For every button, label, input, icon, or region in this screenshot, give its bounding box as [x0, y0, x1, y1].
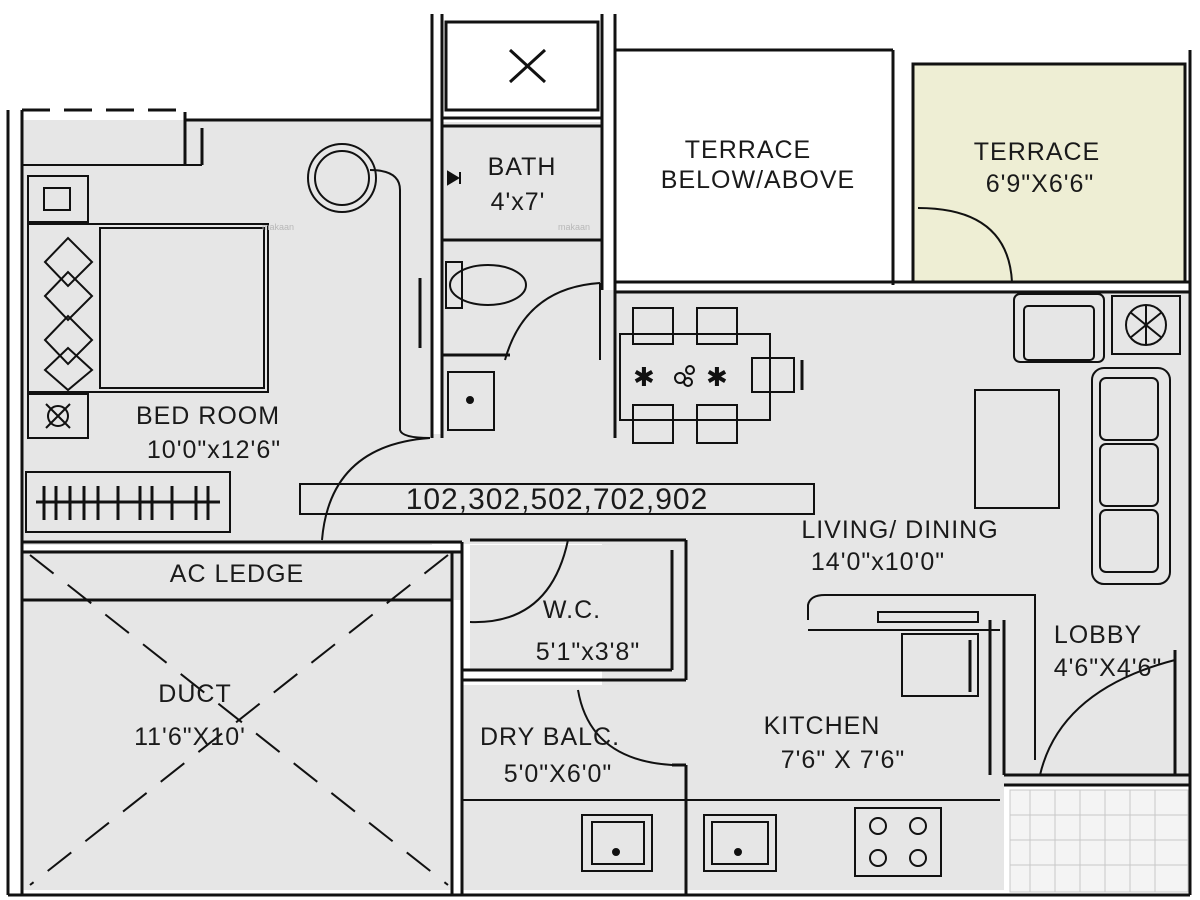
walls — [6, 14, 1192, 897]
bath-floor — [442, 122, 602, 434]
bedroom-label: BED ROOM — [136, 402, 280, 430]
duct-label: DUCT — [158, 680, 231, 708]
duct-cross — [29, 554, 449, 886]
dining-table: ✱ ✱ — [619, 307, 804, 444]
bed — [27, 223, 269, 393]
drybalc-floor — [462, 685, 686, 890]
fridge-icon — [901, 633, 979, 697]
dry-balc-size: 5'0"X6'0" — [504, 760, 613, 788]
terrace-size: 6'9"X6'6" — [986, 170, 1095, 198]
sink-icon — [703, 814, 777, 872]
bath-fixtures — [418, 170, 527, 431]
passage-floor — [432, 434, 602, 544]
lobby-size: 4'6"X4'6" — [1054, 654, 1163, 682]
kitchen-label: KITCHEN — [764, 712, 881, 740]
watermark: makaan — [558, 222, 590, 232]
toilet-icon — [445, 261, 463, 309]
lobby-tiles — [1009, 789, 1189, 893]
bath-size: 4'x7' — [491, 188, 546, 216]
wc-label: W.C. — [543, 596, 601, 624]
wc-size: 5'1"x3'8" — [536, 638, 640, 666]
bedroom-size: 10'0"x12'6" — [147, 436, 281, 464]
duct-floor — [22, 600, 452, 890]
nightstand-icon — [27, 175, 89, 439]
living-size: 14'0"x10'0" — [811, 548, 945, 576]
round-table-icon — [307, 143, 431, 439]
svg-text:✱: ✱ — [633, 363, 655, 393]
kitchen-fixtures — [581, 611, 979, 877]
unit-number-box — [299, 483, 815, 515]
bedroom-floor — [22, 120, 432, 545]
shower-icon — [447, 170, 461, 186]
stove-icon — [854, 807, 942, 877]
door-swings — [321, 207, 1176, 776]
terrace-below-label: TERRACE — [685, 136, 811, 164]
sofa — [974, 293, 1181, 585]
living-label: LIVING/ DINING — [801, 516, 998, 544]
kitchen-size: 7'6" X 7'6" — [781, 746, 905, 774]
watermark: makaan — [262, 222, 294, 232]
duct-size: 11'6"X10' — [134, 723, 246, 751]
ac-ledge-label: AC LEDGE — [170, 560, 304, 588]
dry-balc-label: DRY BALC. — [480, 723, 620, 751]
washbasin-icon — [447, 371, 495, 431]
wc-floor — [470, 545, 680, 670]
bath-label: BATH — [488, 153, 557, 181]
terrace-highlight — [913, 64, 1185, 282]
plant-icon — [1111, 295, 1181, 355]
lobby-label: LOBBY — [1054, 621, 1142, 649]
kitchen-floor — [686, 630, 1004, 890]
wardrobe-icon — [25, 471, 231, 533]
sink-icon — [581, 814, 653, 872]
unit-numbers: 102,302,502,702,902 — [406, 483, 709, 516]
armchair-icon — [1013, 293, 1105, 363]
svg-text:✱: ✱ — [706, 363, 728, 393]
ac-ledge-floor — [22, 550, 462, 600]
lobby-floor — [1000, 600, 1190, 785]
terrace-label: TERRACE — [974, 138, 1100, 166]
terrace-below-label-line2: BELOW/ABOVE — [661, 166, 855, 194]
